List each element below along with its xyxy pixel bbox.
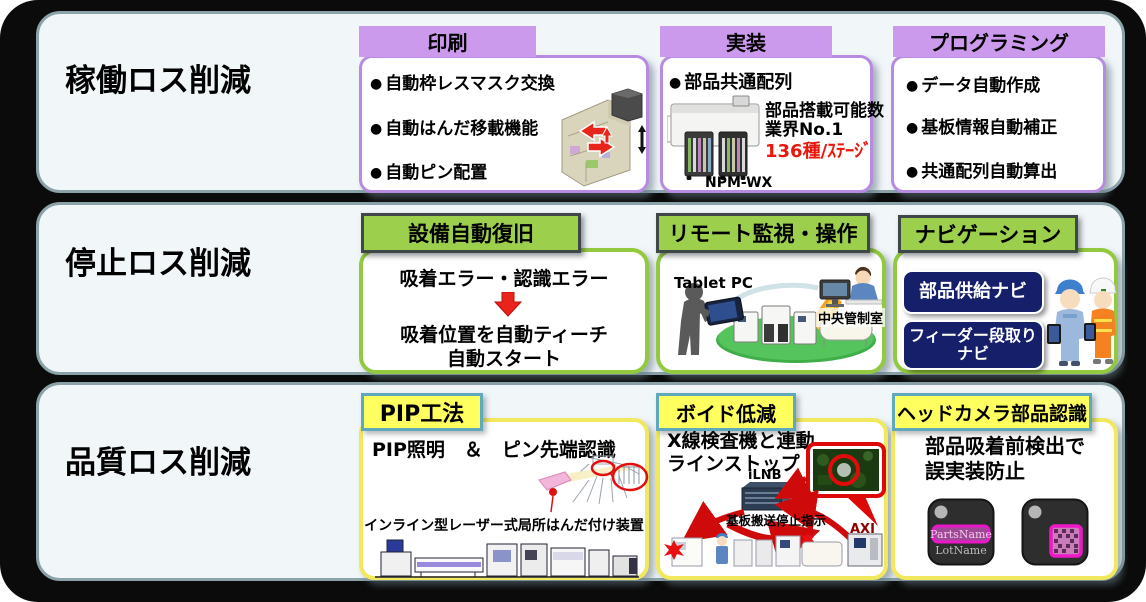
navigation-header: ナビゲーション [898,215,1078,253]
navigation-header-label: ナビゲーション [914,223,1062,247]
pip-body: PIP照明 ＆ ピン先端認識 インライン型レーザー式局所はんだ付け装置 [359,418,649,580]
auto-recovery-header-label: 設備自動復旧 [408,222,534,246]
programming-body: データ自動作成 基板情報自動補正 共通配列自動算出 [891,55,1106,193]
printing-header-label: 印刷 [427,31,468,55]
remote-monitoring-illustration [678,266,882,363]
void-inspection-illustration [664,442,886,567]
auto-recovery-header: 設備自動復旧 [361,213,581,253]
programming-bullet-3: 共通配列自動算出 [906,157,1057,182]
remote-monitoring-header-label: リモート監視・操作 [668,222,858,246]
workers-illustration [1047,277,1117,366]
row-title: 停止ロス削減 [65,246,251,282]
head-camera-lines: 部品吸着前検出で 誤実装防止 [925,434,1085,484]
printing-bullet-2: 自動はんだ移載機能 [370,114,538,139]
printer-machine-illustration [561,88,646,187]
programming-header: プログラミング [893,26,1105,57]
pip-header: PIP工法 [361,393,483,431]
void-lines: X線検査機と連動 ラインストップ [667,430,815,476]
row-title: 稼働ロス削減 [65,63,251,99]
nav-button-parts-supply-label: 部品供給ナビ [919,280,1027,302]
row-stoppage-loss-reduction: 停止ロス削減 設備自動復旧 吸着エラー・認識エラー 吸着位置を自動ティーチ 自動… [36,202,1125,375]
inline-soldering-line-illustration [375,539,639,578]
programming-header-label: プログラミング [929,31,1069,55]
parts-name-label: PartsName [930,528,992,541]
nav-button-feeder-setup-line1: フィーダー段取り [909,325,1037,345]
row-title: 品質ロス削減 [65,445,251,481]
void-line2: ラインストップ [667,452,800,475]
nav-button-feeder-setup-line2: ナビ [956,344,989,363]
mounting-note-line1: 部品搭載可能数 [765,101,884,121]
head-camera-line1: 部品吸着前検出で [925,434,1085,458]
red-down-arrow-icon [493,292,523,317]
void-body: X線検査機と連動 ラインストップ [656,418,888,580]
lot-name-label: LotName [935,544,986,557]
pip-feature-line: PIP照明 ＆ ピン先端認識 [372,439,616,461]
remote-monitoring-header: リモート監視・操作 [656,213,870,253]
head-camera-line2: 誤実装防止 [925,459,1025,483]
recovery-start-line: 自動スタート [446,348,561,370]
tablet-pc-label: Tablet PC [674,274,753,292]
navigation-body: 部品供給ナビ フィーダー段取り ナビ [893,248,1118,374]
void-header-label: ボイド低減 [676,401,776,426]
printing-body: 自動枠レスマスク交換 自動はんだ移載機能 自動ピン配置 [359,55,649,193]
auto-recovery-body: 吸着エラー・認識エラー 吸着位置を自動ティーチ 自動スタート [359,248,649,374]
row-quality-loss-reduction: 品質ロス削減 PIP工法 PIP照明 ＆ ピン先端認識 [36,382,1125,581]
mounting-note-line2: 業界No.1 [765,119,844,140]
printing-bullet-3: 自動ピン配置 [370,158,487,183]
mounter-machine-illustration [667,95,760,180]
parts-reel-illustration: PartsName LotName [927,498,995,566]
void-line1: X線検査機と連動 [667,430,815,452]
head-camera-body: 部品吸着前検出で 誤実装防止 PartsName LotName [891,418,1118,580]
printing-bullet-1: 自動枠レスマスク交換 [370,69,555,94]
printing-header: 印刷 [359,26,536,57]
server-name-label: iLNB [748,468,782,483]
row-operation-loss-reduction: 稼働ロス削減 印刷 自動枠レスマスク交換 自動はんだ移載機能 自動ピン配置 [36,11,1125,193]
vertical-arrow-icon [638,125,646,154]
head-camera-header: ヘッドカメラ部品認識 [892,393,1092,431]
control-room-label: 中央管制室 [816,308,886,327]
pip-header-label: PIP工法 [379,402,465,427]
board-stop-instruction-label: 基板搬送停止指示 [726,513,827,528]
void-header: ボイド低減 [656,393,796,431]
programming-bullet-2: 基板情報自動補正 [906,113,1057,138]
mounting-note: 部品搭載可能数 業界No.1 136種/ｽﾃｰｼﾞ [765,102,884,162]
pip-recognition-illustration [538,455,649,513]
qr-code-icon [1049,524,1083,558]
head-camera-header-label: ヘッドカメラ部品認識 [896,402,1087,425]
mounting-header-label: 実装 [726,31,766,55]
nav-button-parts-supply: 部品供給ナビ [902,270,1044,314]
mounting-bullet-1: 部品共通配列 [669,68,792,94]
nav-button-feeder-setup: フィーダー段取り ナビ [902,320,1044,370]
mounting-body: 部品共通配列 [660,55,884,193]
qr-reel-illustration [1021,498,1089,566]
programming-bullet-1: データ自動作成 [906,71,1040,96]
axi-label: AXI [850,522,875,537]
mounting-highlight: 136種/ｽﾃｰｼﾞ [765,141,873,163]
recovery-error-line: 吸着エラー・認識エラー [399,268,609,290]
remote-monitoring-body: Tablet PC 中央管制室 [656,248,886,374]
recovery-teach-line: 吸着位置を自動ティーチ [400,324,608,346]
machine-name-label: NPM-WX [705,175,773,191]
red-move-arrows-icon [578,120,616,158]
pip-device-line: インライン型レーザー式局所はんだ付け装置 [364,518,644,534]
mounting-header: 実装 [660,26,832,57]
